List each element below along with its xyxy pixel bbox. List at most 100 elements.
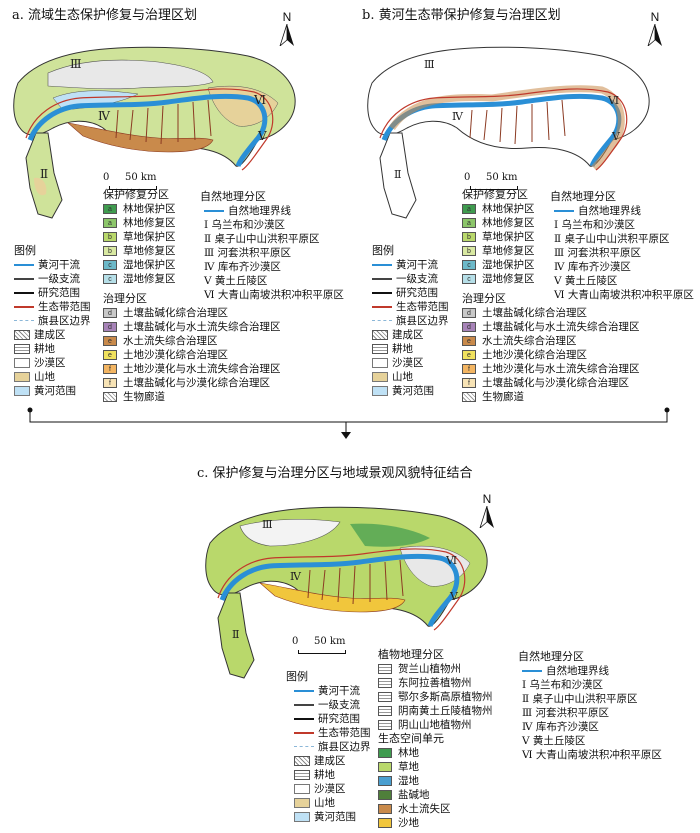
legend-row: 一级支流 bbox=[286, 698, 371, 712]
legend-symbol bbox=[522, 666, 542, 676]
legend-label: 生物廊道 bbox=[482, 391, 524, 403]
legend-swatch: f bbox=[103, 364, 117, 374]
legend-symbol bbox=[372, 344, 388, 354]
legend-label: 贺兰山植物州 bbox=[398, 663, 461, 675]
legend-row: Ⅰ 乌兰布和沙漠区 bbox=[518, 678, 662, 692]
legend-row: Ⅰ 乌兰布和沙漠区 bbox=[550, 218, 694, 232]
legend-row: Ⅰ 乌兰布和沙漠区 bbox=[200, 218, 344, 232]
legend-symbol bbox=[14, 386, 30, 396]
legend-label: 湿地保护区 bbox=[123, 259, 176, 271]
legend-label: 山地 bbox=[392, 371, 413, 383]
legend-label: 盐碱地 bbox=[398, 789, 430, 801]
scale-bar-c: 0 50 km bbox=[292, 636, 352, 656]
region-label-4: Ⅳ bbox=[98, 109, 111, 123]
legend-row: Ⅳ 库布齐沙漠区 bbox=[518, 720, 662, 734]
legend-symbol bbox=[554, 206, 574, 216]
legend-label: 水土流失综合治理区 bbox=[123, 335, 218, 347]
legend-label: 耕地 bbox=[392, 343, 413, 355]
legend-label: 阴南黄土丘陵植物州 bbox=[398, 705, 493, 717]
legend-row: 草地 bbox=[378, 760, 493, 774]
legend-swatch: d bbox=[103, 322, 117, 332]
legend-row: 一级支流 bbox=[14, 272, 91, 286]
legend-label: 东阿拉善植物州 bbox=[398, 677, 472, 689]
legend-row: 生物廊道 bbox=[462, 390, 640, 404]
legend-label: 沙漠区 bbox=[314, 783, 346, 795]
legend-label: 自然地理界线 bbox=[578, 205, 641, 217]
map-c: Ⅲ Ⅳ Ⅵ Ⅴ Ⅱ bbox=[205, 506, 488, 679]
legend-row: Ⅳ 库布齐沙漠区 bbox=[550, 260, 694, 274]
legend-label: 草地修复区 bbox=[123, 245, 176, 257]
legend-row: 阴南黄土丘陵植物州 bbox=[378, 704, 493, 718]
legend-row: 自然地理界线 bbox=[518, 664, 662, 678]
legend-label: Ⅲ 河套洪积平原区 bbox=[554, 247, 641, 259]
legend-symbol bbox=[294, 770, 310, 780]
legend-row: 沙漠区 bbox=[372, 356, 449, 370]
legend-label: Ⅱ 桌子山中山洪积平原区 bbox=[522, 693, 638, 705]
legend-row: 自然地理界线 bbox=[200, 204, 344, 218]
legend-label: 沙漠区 bbox=[34, 357, 66, 369]
legend-row: 盐碱地 bbox=[378, 788, 493, 802]
svg-text:Ⅱ: Ⅱ bbox=[232, 628, 239, 641]
legend-swatch bbox=[378, 678, 392, 688]
legend-swatch: e bbox=[103, 336, 117, 346]
legend-label: 研究范围 bbox=[318, 713, 360, 725]
legend-label: 建成区 bbox=[314, 755, 346, 767]
legend-label: 林地修复区 bbox=[123, 217, 176, 229]
legend-row: Ⅵ 大青山南坡洪积冲积平原区 bbox=[518, 748, 662, 762]
legend-label: 草地保护区 bbox=[123, 231, 176, 243]
legend-symbol bbox=[372, 260, 392, 270]
legend-swatch: c bbox=[103, 274, 117, 284]
legend-label: 建成区 bbox=[34, 329, 66, 341]
legend-row: Ⅲ 河套洪积平原区 bbox=[550, 246, 694, 260]
panel-a-title: a. 流域生态保护修复与治理区划 bbox=[12, 8, 198, 23]
legend-label: 土壤盐碱化综合治理区 bbox=[123, 307, 228, 319]
legend-swatch: e bbox=[462, 350, 476, 360]
legend-row: Ⅲ 河套洪积平原区 bbox=[200, 246, 344, 260]
legend-swatch: c bbox=[462, 274, 476, 284]
north-arrow-c: N bbox=[478, 492, 496, 530]
legend-label: Ⅳ 库布齐沙漠区 bbox=[522, 721, 599, 733]
legend-label: 生物廊道 bbox=[123, 391, 165, 403]
north-arrow-b: N bbox=[646, 10, 664, 48]
legend-label: 旗县区边界 bbox=[38, 315, 91, 327]
legend-label: Ⅳ 库布齐沙漠区 bbox=[554, 261, 631, 273]
scale-distance: 50 km bbox=[125, 172, 157, 183]
legend-title: 自然地理分区 bbox=[518, 650, 584, 663]
legend-label: 旗县区边界 bbox=[318, 741, 371, 753]
legend-swatch bbox=[378, 664, 392, 674]
legend-row: 鄂尔多斯高原植物州 bbox=[378, 690, 493, 704]
legend-label: 土地沙漠化综合治理区 bbox=[123, 349, 228, 361]
svg-text:Ⅴ: Ⅴ bbox=[611, 130, 621, 143]
legend-row: 生态带范围 bbox=[14, 300, 91, 314]
legend-swatch bbox=[378, 706, 392, 716]
legend-label: 研究范围 bbox=[38, 287, 80, 299]
legend-swatch: f bbox=[462, 364, 476, 374]
legend-symbol bbox=[294, 812, 310, 822]
panel-b-title: b. 黄河生态带保护修复与治理区划 bbox=[362, 8, 561, 23]
legend-label: Ⅴ 黄土丘陵区 bbox=[522, 735, 586, 747]
legend-row: 建成区 bbox=[372, 328, 449, 342]
legend-label: 黄河范围 bbox=[314, 811, 356, 823]
legend-row: 旗县区边界 bbox=[286, 740, 371, 754]
legend-label: 草地修复区 bbox=[482, 245, 535, 257]
legend-label: 一级支流 bbox=[396, 273, 438, 285]
legend-row: 研究范围 bbox=[14, 286, 91, 300]
legend-label: 土地沙漠化与水土流失综合治理区 bbox=[123, 363, 281, 375]
legend-label: 生态带范围 bbox=[396, 301, 449, 313]
legend-swatch bbox=[378, 720, 392, 730]
legend-symbol bbox=[294, 798, 310, 808]
legend-swatch: d bbox=[462, 308, 476, 318]
legend-label: 建成区 bbox=[392, 329, 424, 341]
legend-title: 治理分区 bbox=[103, 292, 147, 305]
north-arrow-icon bbox=[479, 505, 494, 530]
legend-label: 黄河干流 bbox=[396, 259, 438, 271]
legend-label: 湿地 bbox=[398, 775, 419, 787]
legend-swatch: a bbox=[103, 204, 117, 214]
legend-label: 山地 bbox=[314, 797, 335, 809]
